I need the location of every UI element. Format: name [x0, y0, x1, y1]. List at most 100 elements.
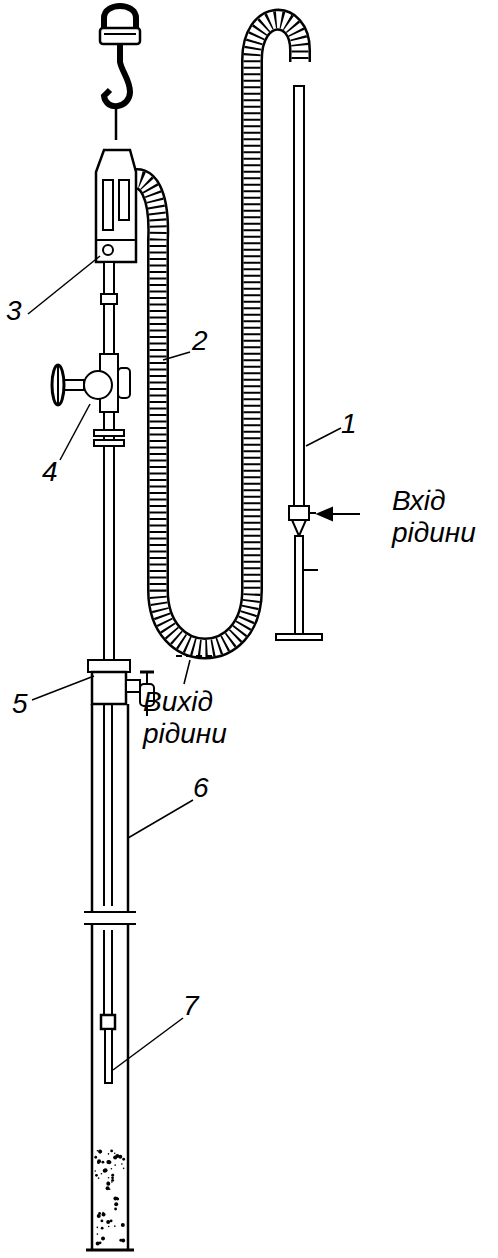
upper-pipe — [101, 294, 117, 304]
swivel-block — [96, 150, 136, 262]
inlet-pipe — [276, 86, 360, 640]
sediment-dot — [97, 1214, 101, 1218]
leader-lines — [163, 352, 190, 360]
sediment-dot — [118, 1155, 122, 1159]
sediment-dot — [102, 1161, 105, 1164]
shackle — [104, 33, 136, 35]
sediment-dot — [123, 1168, 125, 1170]
sediment-dot — [97, 1159, 101, 1163]
coupling — [176, 655, 216, 657]
swivel-block — [103, 180, 113, 230]
pump-element — [101, 1015, 115, 1029]
sediment-dot — [102, 1212, 104, 1214]
well-pipe — [86, 1249, 134, 1252]
sediment-dot — [117, 1197, 119, 1199]
hose — [128, 20, 300, 649]
inlet-pipe — [318, 508, 332, 520]
sediment-dot — [108, 1177, 110, 1179]
valve — [52, 354, 130, 412]
leader-lines — [28, 256, 341, 1070]
sediment-dot — [97, 1227, 99, 1229]
upper-pipe — [94, 440, 124, 446]
well-pipe — [84, 911, 136, 913]
upper-pipe — [94, 430, 124, 436]
sediment-dot — [113, 1196, 117, 1200]
swivel-block — [103, 245, 113, 255]
sediment-dot — [96, 1242, 100, 1246]
sediment-dot — [106, 1220, 110, 1224]
callout-number: 5 — [12, 688, 28, 720]
sediment-dot — [121, 1163, 123, 1165]
well-pipe — [84, 704, 136, 1250]
sediment-dot — [114, 1152, 116, 1154]
well-pipe — [127, 924, 130, 1250]
shackle — [100, 28, 140, 44]
leader-lines — [28, 256, 100, 314]
inlet-pipe — [289, 506, 309, 520]
callout-number: 4 — [42, 456, 58, 488]
sediment-dot — [94, 1156, 97, 1159]
coupling — [146, 672, 148, 684]
hook — [104, 44, 130, 140]
leader-lines — [113, 1018, 183, 1070]
callout-number: 7 — [183, 990, 199, 1022]
swivel-block — [96, 239, 136, 241]
sediment-dot — [94, 1170, 96, 1172]
well-pipe — [127, 704, 130, 912]
well-pipe — [111, 930, 113, 1015]
well-pipe — [103, 704, 105, 906]
sediment-dot — [106, 1186, 110, 1190]
flow-label: Вхід рідини — [392, 485, 492, 549]
sediment-dot — [119, 1239, 122, 1242]
sediment-dot — [111, 1179, 114, 1182]
sediment-dot — [97, 1150, 99, 1152]
hose — [128, 20, 300, 649]
sediment-dot — [100, 1219, 103, 1222]
hose — [128, 20, 300, 649]
sediment-dot — [106, 1182, 110, 1186]
leader-lines — [128, 800, 193, 838]
sediment-dot — [114, 1164, 116, 1166]
inlet-pipe — [276, 634, 322, 640]
sediment-dot — [108, 1226, 110, 1228]
upper-pipe — [104, 262, 114, 358]
sediment-dot — [122, 1158, 125, 1161]
hose — [128, 20, 300, 649]
sediment-dot — [110, 1150, 113, 1153]
coupling — [88, 660, 130, 672]
sediment-dot — [101, 1236, 105, 1240]
leader-lines — [306, 428, 341, 446]
inlet-pipe — [294, 86, 304, 506]
sediment-dot — [114, 1202, 118, 1206]
sediment-dot — [101, 1173, 103, 1175]
sediment-dot — [114, 1208, 117, 1211]
upper-pipe — [104, 412, 114, 664]
sediment-dot — [101, 1227, 104, 1230]
sediment-dot — [121, 1223, 125, 1227]
sediment-dot — [107, 1181, 110, 1184]
pump-element — [101, 1015, 115, 1083]
sediment-dot — [111, 1176, 114, 1179]
sediment-dot — [111, 1174, 114, 1177]
flow-label: Вихід рідини — [143, 686, 255, 750]
sediment-dot — [108, 1153, 110, 1155]
upper-pipe — [94, 262, 124, 664]
coupling — [126, 680, 140, 692]
inlet-pipe — [292, 520, 306, 536]
sediment-dot — [98, 1150, 102, 1154]
callout-number: 1 — [341, 408, 357, 440]
sediment-dot — [111, 1168, 113, 1170]
sediment-dot — [107, 1160, 111, 1164]
sediment-dot — [98, 1177, 100, 1179]
sediment-dot — [102, 1212, 106, 1216]
valve — [52, 365, 64, 405]
inlet-pipe — [295, 536, 303, 636]
hook — [104, 44, 130, 106]
callout-number: 3 — [6, 295, 22, 327]
swivel-block — [96, 150, 136, 262]
well-pipe — [111, 704, 113, 906]
well-pipe — [103, 930, 105, 1015]
valve — [118, 368, 130, 398]
